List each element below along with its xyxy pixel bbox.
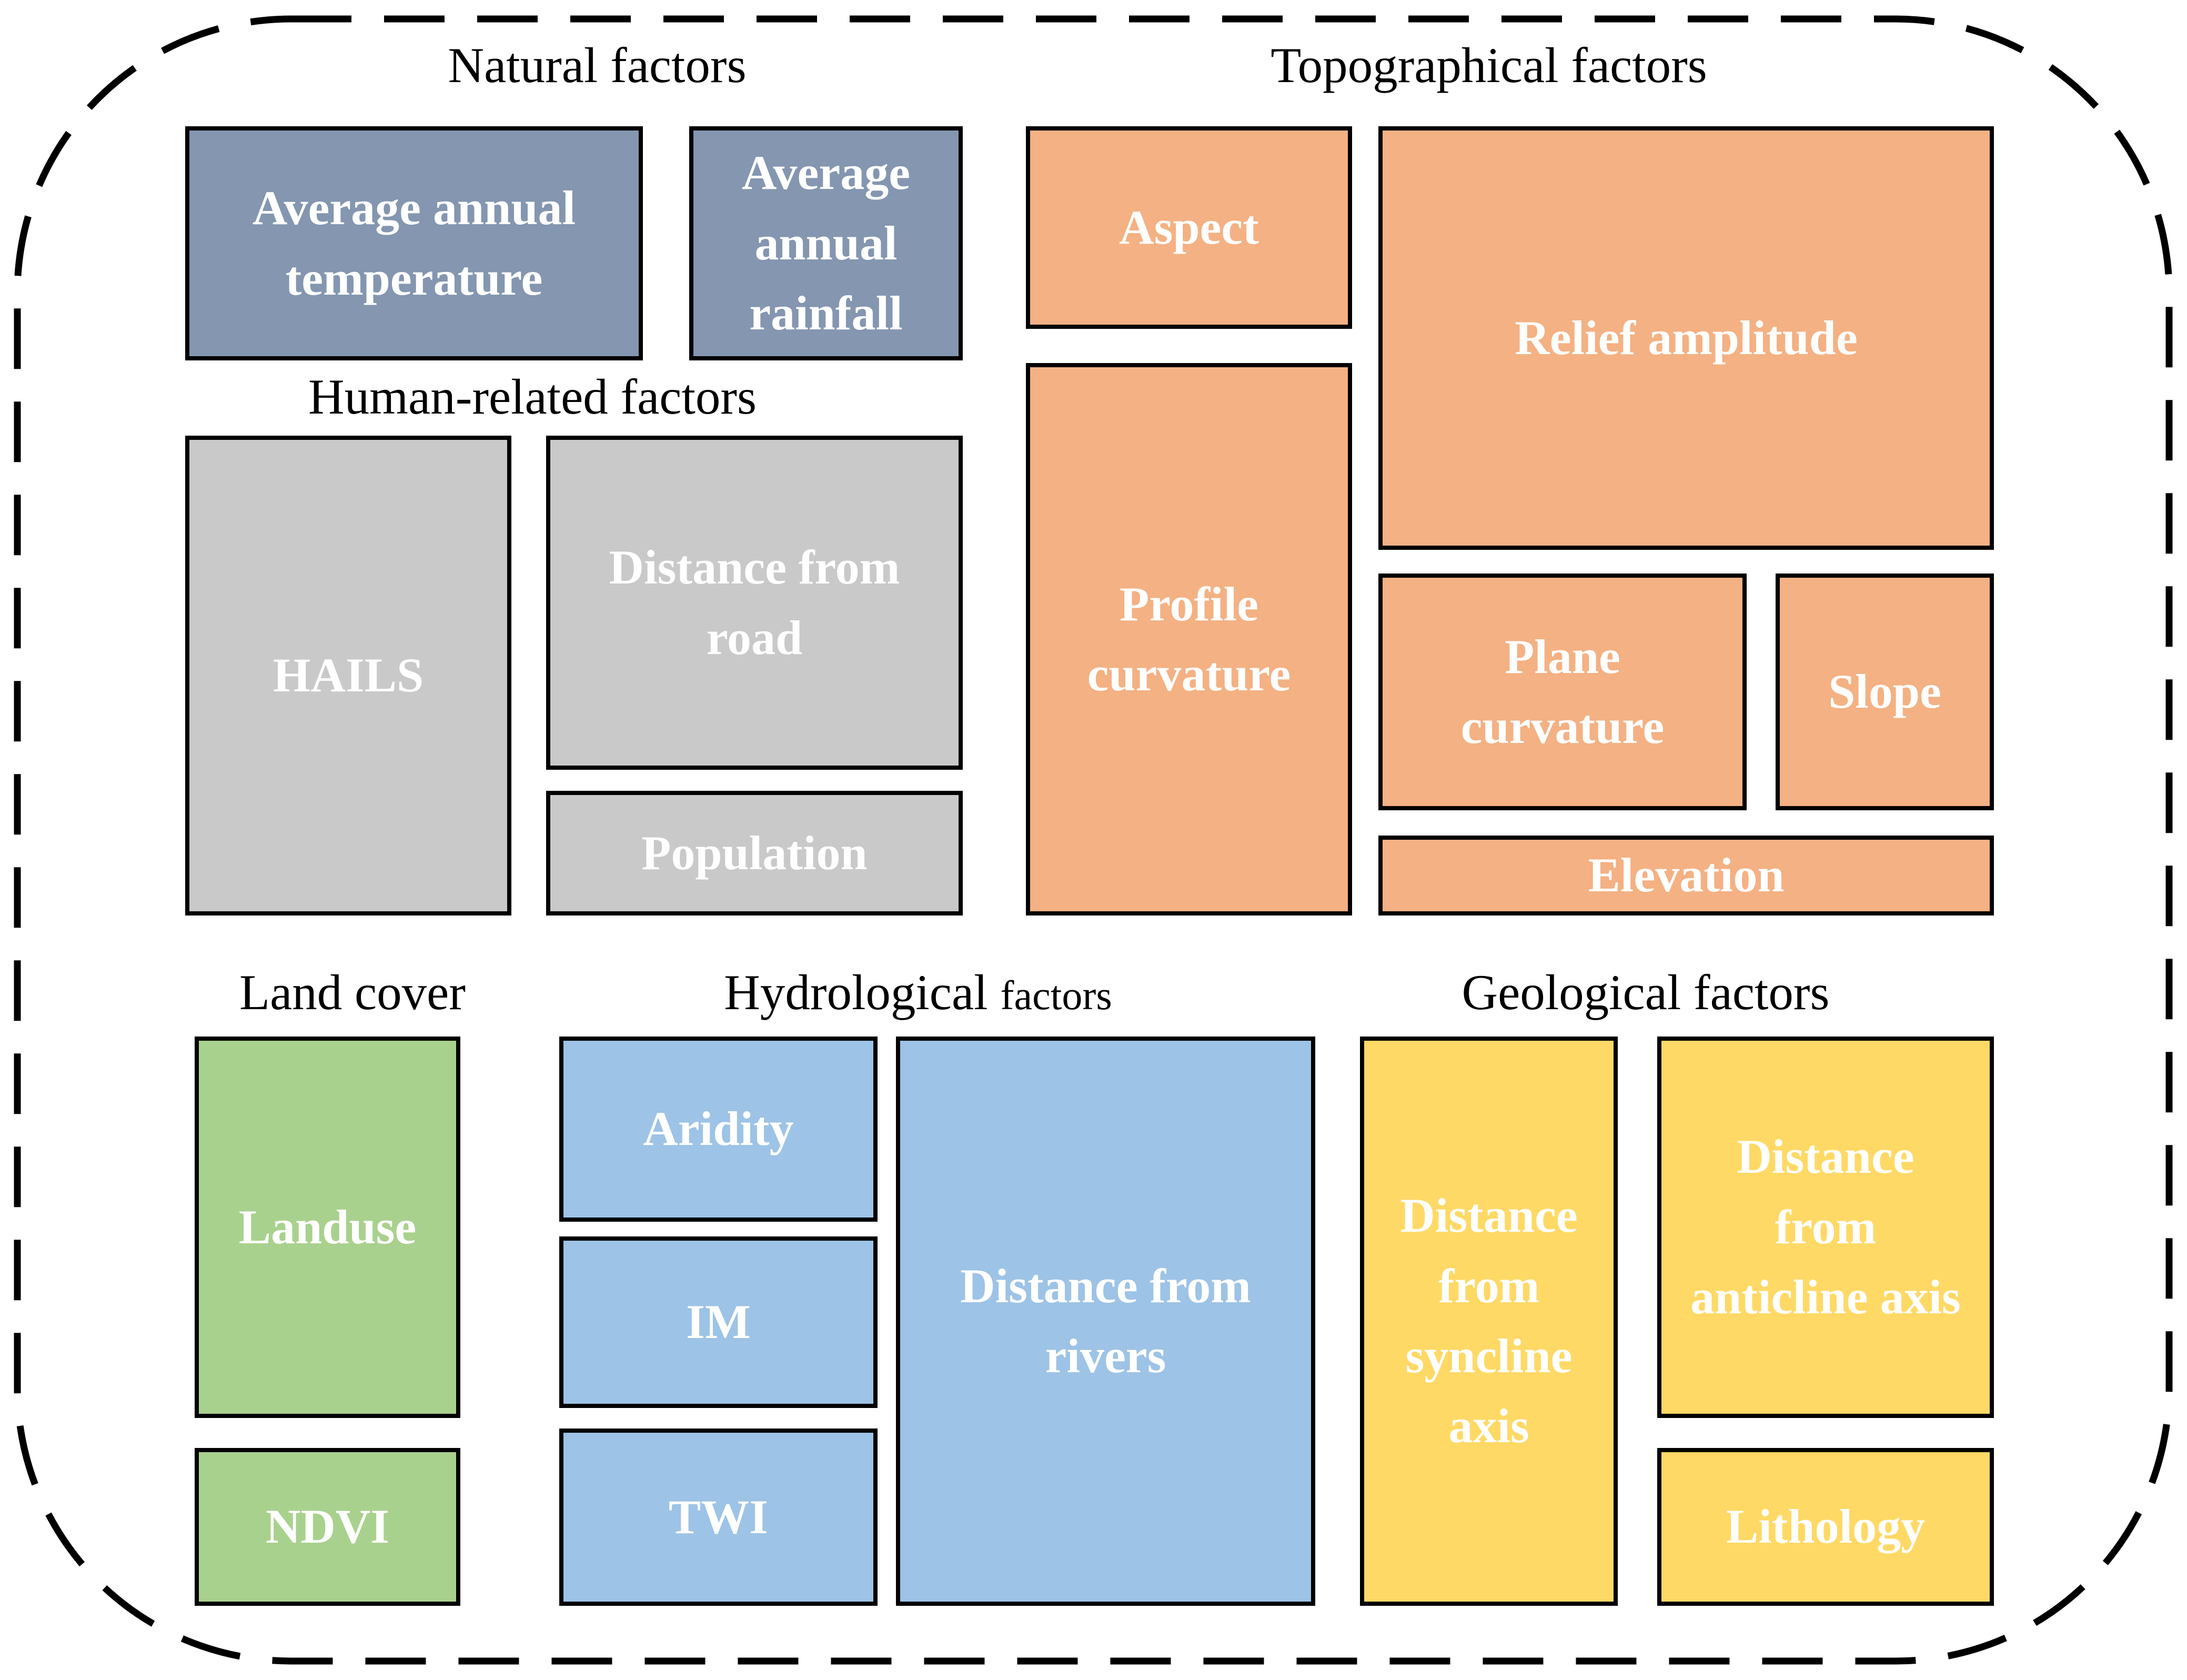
factor-box-average-annual-temperature: Average annual temperature <box>185 126 643 360</box>
factor-label: Distance from road <box>609 540 900 665</box>
factor-label: Population <box>641 826 868 880</box>
factor-label: Distance from anticline axis <box>1690 1130 1961 1324</box>
section-title-human: Human-related factors <box>308 369 757 425</box>
factor-box-distance-from-syncline-axis: Distance from syncline axis <box>1360 1037 1618 1606</box>
section-title-landcover: Land cover <box>239 964 466 1020</box>
factor-label: Profile curvature <box>1087 577 1291 701</box>
factor-label: Slope <box>1828 665 1941 719</box>
factor-box-aridity: Aridity <box>559 1037 878 1222</box>
factor-box-plane-curvature: Plane curvature <box>1378 574 1747 810</box>
factor-label: Landuse <box>238 1200 417 1254</box>
factor-box-distance-from-rivers: Distance from rivers <box>896 1037 1315 1606</box>
factor-box-ndvi: NDVI <box>195 1448 460 1606</box>
factor-label: Aspect <box>1119 200 1259 254</box>
factor-label: Distance from rivers <box>960 1259 1251 1383</box>
section-title-hydrological-suffix: factors <box>1000 972 1112 1018</box>
factor-box-landuse: Landuse <box>195 1037 460 1418</box>
factor-label: Lithology <box>1726 1500 1926 1554</box>
factor-label: Elevation <box>1588 848 1785 902</box>
factor-box-lithology: Lithology <box>1657 1448 1994 1606</box>
factor-box-average-annual-rainfall: Average annual rainfall <box>689 126 963 360</box>
factor-label: IM <box>686 1295 751 1349</box>
section-title-topographical: Topographical factors <box>1271 37 1707 93</box>
factor-label: Relief amplitude <box>1515 310 1858 365</box>
factor-label: TWI <box>668 1490 769 1544</box>
factor-label: Average annual temperature <box>252 181 576 305</box>
factor-label: HAILS <box>273 648 424 702</box>
dashed-border-rect <box>14 15 2173 1665</box>
factor-box-im: IM <box>559 1236 878 1408</box>
factor-box-elevation: Elevation <box>1378 836 1994 916</box>
factor-box-distance-from-anticline-axis: Distance from anticline axis <box>1657 1037 1994 1418</box>
section-title-natural: Natural factors <box>448 37 747 93</box>
factor-box-distance-from-road: Distance from road <box>546 436 963 770</box>
section-title-hydrological: Hydrological factors <box>724 964 1112 1021</box>
factor-label: Plane curvature <box>1460 629 1665 753</box>
factor-box-profile-curvature: Profile curvature <box>1026 363 1352 916</box>
factor-box-twi: TWI <box>559 1428 878 1606</box>
factor-label: Average annual rainfall <box>741 146 911 340</box>
factor-box-relief-amplitude: Relief amplitude <box>1378 126 1994 550</box>
factor-label: NDVI <box>265 1500 390 1554</box>
section-title-hydrological-main: Hydrological <box>724 964 988 1020</box>
factor-box-hails: HAILS <box>185 436 511 916</box>
factor-box-population: Population <box>546 791 963 916</box>
factor-box-aspect: Aspect <box>1026 126 1352 329</box>
factor-label: Distance from syncline axis <box>1400 1189 1578 1453</box>
section-title-geological: Geological factors <box>1462 964 1830 1020</box>
factor-label: Aridity <box>643 1102 794 1156</box>
factor-box-slope: Slope <box>1776 574 1994 810</box>
